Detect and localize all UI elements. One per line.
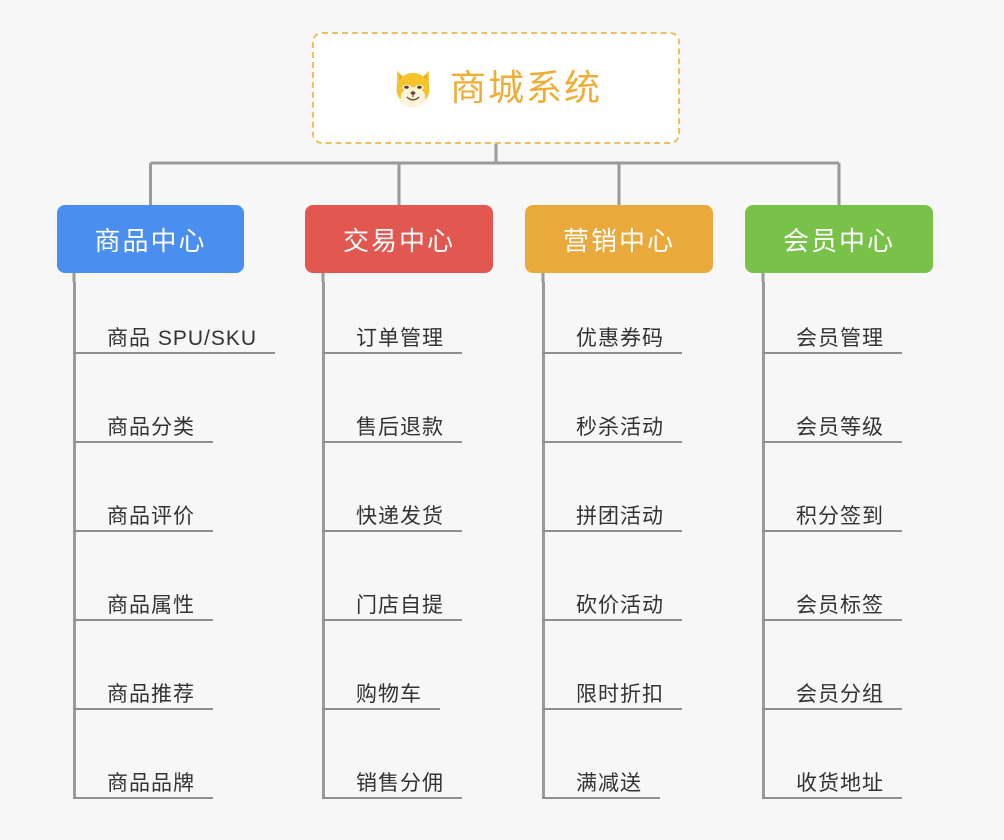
leaf-item-label: 砍价活动: [576, 594, 664, 617]
category-label: 商品中心: [94, 225, 207, 256]
root-title: 商城系统: [449, 67, 602, 108]
leaf-item-label: 商品 SPU/SKU: [107, 327, 258, 350]
root-node[interactable]: 商城系统: [312, 32, 680, 144]
leaf-item-label: 门店自提: [356, 594, 444, 617]
leaf-item-label: 积分签到: [796, 505, 884, 528]
leaf-item[interactable]: 商品分类: [73, 407, 213, 443]
leaf-item-label: 商品推荐: [107, 683, 195, 706]
leaf-item[interactable]: 门店自提: [322, 585, 462, 621]
category-box-2[interactable]: 交易中心: [305, 205, 493, 273]
leaf-item-label: 收货地址: [796, 772, 884, 795]
leaf-item[interactable]: 会员等级: [762, 407, 902, 443]
leaf-item-label: 限时折扣: [576, 683, 664, 706]
leaf-item[interactable]: 快递发货: [322, 496, 462, 532]
shiba-dog-face-icon: [396, 70, 430, 108]
leaf-item[interactable]: 售后退款: [322, 407, 462, 443]
column-spine: [762, 282, 765, 799]
category-box-1[interactable]: 商品中心: [57, 205, 244, 273]
leaf-item[interactable]: 限时折扣: [542, 674, 682, 710]
leaf-item-label: 购物车: [356, 683, 422, 706]
category-box-4[interactable]: 会员中心: [745, 205, 933, 273]
leaf-item-label: 商品属性: [107, 594, 195, 617]
leaf-item[interactable]: 满减送: [542, 763, 660, 799]
leaf-item[interactable]: 拼团活动: [542, 496, 682, 532]
category-box-3[interactable]: 营销中心: [525, 205, 713, 273]
leaf-item-label: 会员管理: [796, 327, 884, 350]
category-label: 交易中心: [342, 225, 455, 256]
leaf-item[interactable]: 商品评价: [73, 496, 213, 532]
column-spine: [542, 282, 545, 799]
leaf-item-label: 快递发货: [356, 505, 444, 528]
leaf-item[interactable]: 订单管理: [322, 318, 462, 354]
column-spine: [73, 282, 76, 799]
leaf-item-label: 拼团活动: [576, 505, 664, 528]
leaf-item[interactable]: 商品属性: [73, 585, 213, 621]
leaf-item-label: 订单管理: [356, 327, 444, 350]
leaf-item-label: 商品评价: [107, 505, 195, 528]
leaf-item-label: 会员等级: [796, 416, 884, 439]
leaf-item[interactable]: 销售分佣: [322, 763, 462, 799]
leaf-item-label: 会员标签: [796, 594, 884, 617]
column-spine: [322, 282, 325, 799]
leaf-item-label: 商品分类: [107, 416, 195, 439]
leaf-item[interactable]: 商品 SPU/SKU: [73, 318, 276, 354]
leaf-item[interactable]: 商品推荐: [73, 674, 213, 710]
leaf-item[interactable]: 收货地址: [762, 763, 902, 799]
leaf-item-label: 秒杀活动: [576, 416, 664, 439]
leaf-item[interactable]: 会员分组: [762, 674, 902, 710]
leaf-item[interactable]: 会员标签: [762, 585, 902, 621]
leaf-item[interactable]: 积分签到: [762, 496, 902, 532]
leaf-item[interactable]: 砍价活动: [542, 585, 682, 621]
leaf-item[interactable]: 商品品牌: [73, 763, 213, 799]
category-label: 营销中心: [562, 225, 675, 256]
leaf-item-label: 满减送: [576, 772, 642, 795]
leaf-item[interactable]: 优惠券码: [542, 318, 682, 354]
leaf-item-label: 售后退款: [356, 416, 444, 439]
leaf-item-label: 销售分佣: [356, 772, 444, 795]
leaf-item[interactable]: 会员管理: [762, 318, 902, 354]
leaf-item[interactable]: 秒杀活动: [542, 407, 682, 443]
leaf-item[interactable]: 购物车: [322, 674, 440, 710]
leaf-item-label: 优惠券码: [576, 327, 664, 350]
leaf-item-label: 会员分组: [796, 683, 884, 706]
leaf-item-label: 商品品牌: [107, 772, 195, 795]
category-label: 会员中心: [782, 225, 895, 256]
